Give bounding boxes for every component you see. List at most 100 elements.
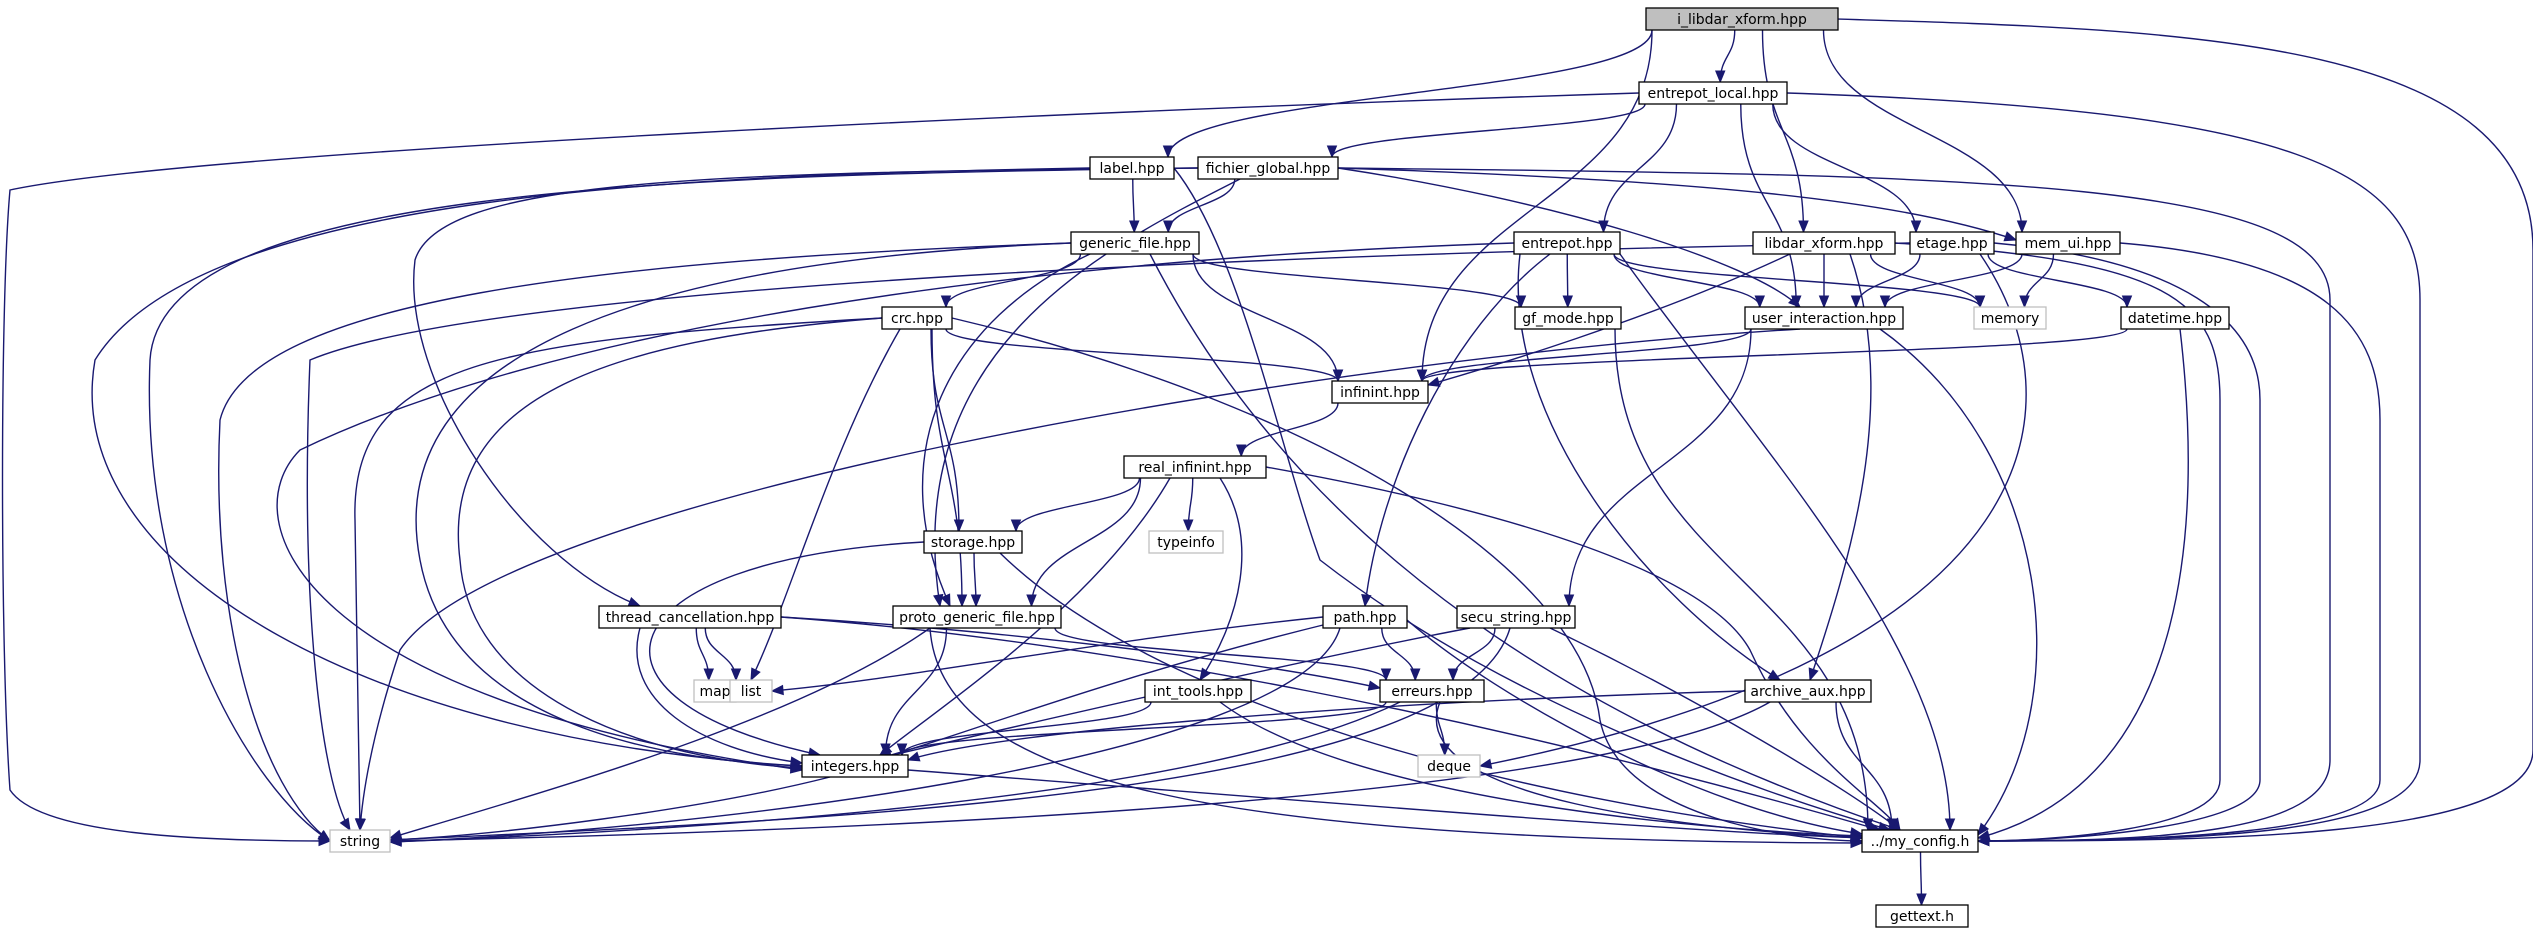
edge-arrowhead — [1886, 818, 1898, 832]
node-label[interactable]: label.hpp — [1089, 156, 1175, 180]
edge-arrowhead — [1361, 593, 1372, 608]
edge-line — [1613, 253, 1981, 308]
edge-thread_cancellation-to-map — [695, 627, 714, 682]
edge-arrowhead — [2003, 231, 2018, 242]
edge-arrowhead — [1754, 295, 1765, 309]
edge-arrowhead — [1563, 594, 1575, 608]
node-archive-aux[interactable]: archive_aux.hpp — [1744, 679, 1872, 703]
edge-entrepot-to-user_interaction — [1613, 253, 1765, 309]
node-erreurs[interactable]: erreurs.hpp — [1379, 679, 1485, 703]
node-entrepot[interactable]: entrepot.hpp — [1513, 231, 1621, 255]
node-crc[interactable]: crc.hpp — [881, 306, 953, 330]
node-datetime[interactable]: datetime.hpp — [2120, 306, 2230, 330]
node-thread-cancellation[interactable]: thread_cancellation.hpp — [598, 605, 782, 629]
edge-line — [1869, 253, 1981, 308]
edge-storage-to-integers — [649, 541, 925, 758]
edge-arrowhead — [1944, 818, 1956, 832]
node-label: user_interaction.hpp — [1752, 311, 1896, 327]
node-label: storage.hpp — [931, 535, 1015, 551]
edge-line — [934, 178, 1241, 607]
node-gettext[interactable]: gettext.h — [1875, 904, 1969, 928]
edge-real_infinint-to-int_tools — [1199, 477, 1243, 682]
edge-fichier_global-to-generic_file — [1163, 178, 1236, 234]
edge-line — [1977, 242, 2381, 842]
edge-real_infinint-to-typeinfo — [1183, 477, 1194, 533]
node-my-config[interactable]: ../my_config.h — [1861, 829, 1979, 853]
node-box — [1513, 231, 1621, 255]
edge-line — [276, 242, 1515, 771]
node-user-interaction[interactable]: user_interaction.hpp — [1744, 306, 1904, 330]
node-label: crc.hpp — [891, 311, 943, 327]
node-label: int_tools.hpp — [1153, 684, 1243, 700]
edge-arrowhead — [703, 668, 714, 682]
node-real-infinint[interactable]: real_infinint.hpp — [1123, 455, 1267, 479]
node-list: list — [729, 679, 773, 703]
edge-arrowhead — [933, 593, 944, 608]
edge-line — [901, 701, 1387, 756]
node-box — [1861, 829, 1979, 853]
node-mem-ui[interactable]: mem_ui.hpp — [2015, 231, 2121, 255]
edge-line — [354, 317, 883, 831]
edge-generic_file-to-my_config — [1149, 253, 1902, 832]
edge-line — [1879, 328, 2038, 836]
node-gf-mode[interactable]: gf_mode.hpp — [1514, 306, 1622, 330]
edge-arrowhead — [1380, 668, 1392, 682]
edge-fichier_global-to-string — [148, 167, 1199, 842]
edge-line — [1337, 167, 1801, 308]
edge-user_interaction-to-secu_string — [1563, 328, 1752, 608]
edge-fichier_global-to-proto_generic_file — [933, 178, 1241, 608]
node-label: thread_cancellation.hpp — [606, 610, 775, 626]
edge-thread_cancellation-to-my_config — [780, 616, 1882, 832]
edge-arrowhead — [1818, 295, 1830, 309]
node-label: path.hpp — [1334, 610, 1397, 626]
node-path[interactable]: path.hpp — [1322, 605, 1408, 629]
edge-line — [1602, 103, 1678, 233]
node-etage[interactable]: etage.hpp — [1909, 231, 1995, 255]
edge-arrowhead — [2121, 295, 2133, 309]
node-box — [1197, 156, 1339, 180]
node-infinint[interactable]: infinint.hpp — [1331, 380, 1429, 404]
node-label: ../my_config.h — [1871, 834, 1970, 850]
node-generic-file[interactable]: generic_file.hpp — [1070, 231, 1200, 255]
edge-arrowhead — [750, 667, 761, 682]
node-secu-string[interactable]: secu_string.hpp — [1456, 605, 1576, 629]
edge-i_libdar_xform-to-libdar_xform — [1761, 29, 1809, 234]
edge-line — [1149, 253, 1901, 831]
edge-line — [1337, 167, 2017, 241]
edge-libdar_xform-to-user_interaction — [1818, 254, 1830, 309]
node-storage[interactable]: storage.hpp — [923, 530, 1023, 554]
edge-line — [2023, 253, 2055, 308]
node-entrepot-local[interactable]: entrepot_local.hpp — [1638, 81, 1788, 105]
edge-arrowhead — [627, 596, 642, 607]
node-box — [1331, 380, 1429, 404]
node-fichier-global[interactable]: fichier_global.hpp — [1197, 156, 1339, 180]
edge-line — [1240, 402, 1339, 457]
node-integers[interactable]: integers.hpp — [801, 754, 909, 778]
edge-line — [1436, 701, 1863, 839]
edge-arrowhead — [1850, 295, 1862, 309]
edge-arrowhead — [1332, 369, 1344, 383]
edge-arrowhead — [1183, 519, 1194, 533]
edge-arrowhead — [940, 593, 951, 608]
edge-entrepot_local-to-entrepot — [1598, 103, 1678, 234]
node-box — [1752, 231, 1896, 255]
node-proto-generic-file[interactable]: proto_generic_file.hpp — [892, 605, 1062, 629]
node-int-tools[interactable]: int_tools.hpp — [1144, 679, 1252, 703]
edge-storage-to-proto_generic_file — [970, 552, 982, 608]
node-libdar-xform[interactable]: libdar_xform.hpp — [1752, 231, 1896, 255]
edge-arrowhead — [1367, 680, 1382, 691]
node-box — [1514, 306, 1622, 330]
edge-proto_generic_file-to-integers — [880, 627, 948, 757]
node-label: fichier_global.hpp — [1206, 161, 1331, 177]
edge-integers-to-my_config — [907, 769, 1864, 843]
edge-line — [389, 776, 831, 841]
edge-arrowhead — [1162, 145, 1174, 159]
edge-line — [780, 616, 1381, 689]
edge-crc-to-storage — [930, 328, 965, 533]
node-i-libdar-xform[interactable]: i_libdar_xform.hpp — [1645, 7, 1839, 31]
edge-line — [1167, 29, 1653, 158]
edge-path-to-erreurs — [1381, 627, 1421, 682]
node-box — [1645, 7, 1839, 31]
edge-line — [457, 317, 883, 769]
node-label: map — [699, 684, 730, 700]
